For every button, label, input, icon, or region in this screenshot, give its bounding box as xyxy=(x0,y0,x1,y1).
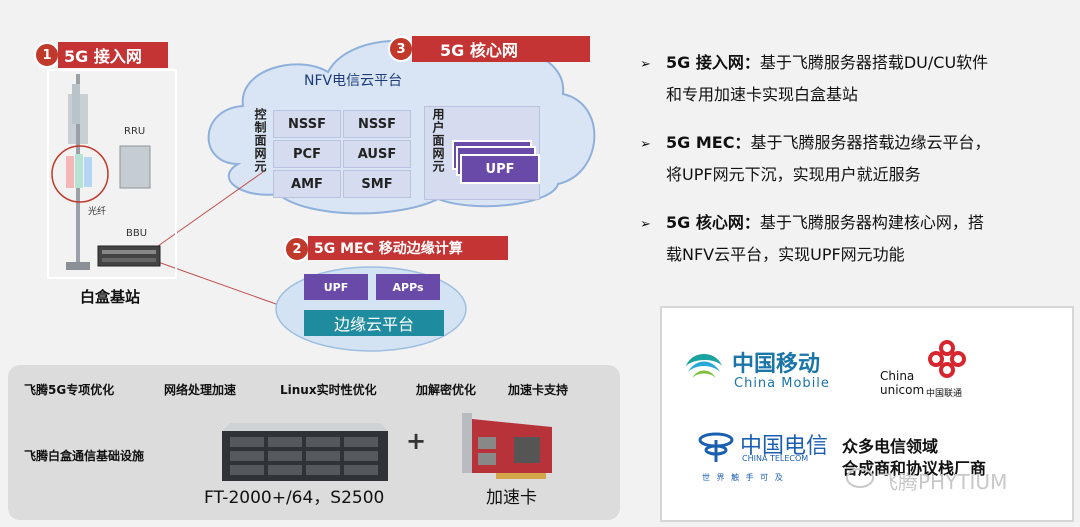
china-telecom-en: CHINA TELECOM xyxy=(742,454,809,463)
user-plane-label: 用户面网元 xyxy=(431,108,445,173)
mec-upf-box: UPF xyxy=(304,274,368,300)
plus-sign: + xyxy=(406,427,427,455)
access-network-label: 5G 接入网 xyxy=(58,42,168,68)
china-unicom-en-2: unicom xyxy=(880,383,925,397)
china-telecom-slogan: 世 界 触 手 可 及 xyxy=(702,473,785,482)
fiber-label: 光纤 xyxy=(88,207,107,217)
core-network-label: 5G 核心网 xyxy=(412,36,590,62)
core-upf-box: UPF xyxy=(460,154,540,184)
china-mobile-en: China Mobile xyxy=(734,376,830,391)
bullet-access-network: ➢ 5G 接入网：基于飞腾服务器搭载DU/CU软件 和专用加速卡实现白盒基站 xyxy=(640,48,1070,110)
nssf-cell-1: NSSF xyxy=(273,110,341,138)
optimization-network-accel: 网络处理加速 xyxy=(164,383,237,397)
bullet-mec: ➢ 5G MEC：基于飞腾服务器搭载边缘云平台， 将UPF网元下沉，实现用户就近服… xyxy=(640,128,1070,190)
smf-cell: SMF xyxy=(343,170,411,198)
server-image xyxy=(222,423,388,481)
bullet-core-network: ➢ 5G 核心网：基于飞腾服务器构建核心网，搭 载NFV云平台，实现UPF网元功能 xyxy=(640,208,1070,270)
watermark-text: 飞腾PHYTIUM xyxy=(878,470,1008,494)
nssf-cell-2: NSSF xyxy=(343,110,411,138)
pcf-cell: PCF xyxy=(273,140,341,168)
china-telecom-cn: 中国电信 xyxy=(740,434,829,459)
ausf-cell: AUSF xyxy=(343,140,411,168)
white-box-base-station-caption: 白盒基站 xyxy=(80,288,141,306)
accelerator-card-image xyxy=(462,413,552,479)
optimization-linux-realtime: Linux实时性优化 xyxy=(280,383,377,397)
partner-logos-box: 中国移动 China Mobile China unicom 中国联通 中国电信… xyxy=(660,306,1074,522)
optimization-5g: 飞腾5G专项优化 xyxy=(24,383,115,397)
amf-cell: AMF xyxy=(273,170,341,198)
bullet-head: 5G MEC： xyxy=(666,133,751,152)
china-mobile-logo-icon xyxy=(686,354,722,378)
arrow-bullet-icon: ➢ xyxy=(640,217,651,232)
control-plane-label: 控制面网元 xyxy=(253,108,267,173)
network-diagram: 1 5G 接入网 RRU 光纤 BBU 白盒基站 3 5G 核心网 NFV电信云… xyxy=(8,14,620,356)
bbu-label: BBU xyxy=(126,228,148,239)
phytium-infrastructure-panel: 飞腾5G专项优化 网络处理加速 Linux实时性优化 加解密优化 加速卡支持 飞… xyxy=(8,365,620,520)
bullet-text: 基于飞腾服务器搭载边缘云平台， xyxy=(750,133,991,152)
edge-cloud-platform: 边缘云平台 xyxy=(304,310,444,336)
server-caption: FT-2000+/64，S2500 xyxy=(204,488,385,508)
vendors-text: 众多电信领域 合成商和协议栈厂商 xyxy=(842,437,987,478)
china-telecom-logo-icon xyxy=(698,432,734,462)
bullet-head: 5G 核心网： xyxy=(666,213,760,232)
bullet-text-cont: 和专用加速卡实现白盒基站 xyxy=(666,85,859,104)
china-unicom-logo-icon xyxy=(928,340,966,378)
accelerator-card-caption: 加速卡 xyxy=(486,488,537,508)
infrastructure-label: 飞腾白盒通信基础设施 xyxy=(24,449,145,463)
china-unicom-cn: 中国联通 xyxy=(926,389,963,399)
bullet-text-cont: 载NFV云平台，实现UPF网元功能 xyxy=(666,245,905,264)
access-number-badge: 1 xyxy=(34,42,60,68)
rru-label: RRU xyxy=(124,126,146,137)
arrow-bullet-icon: ➢ xyxy=(640,57,651,72)
mec-number-badge: 2 xyxy=(284,236,310,262)
nfv-cloud-title: NFV电信云平台 xyxy=(304,73,403,89)
core-number-badge: 3 xyxy=(388,36,414,62)
optimization-crypto: 加解密优化 xyxy=(416,383,477,397)
china-mobile-cn: 中国移动 xyxy=(732,352,821,377)
bullet-head: 5G 接入网： xyxy=(666,53,760,72)
mec-apps-box: APPs xyxy=(376,274,440,300)
bullet-text: 基于飞腾服务器搭载DU/CU软件 xyxy=(759,53,989,72)
bullet-text: 基于飞腾服务器构建核心网，搭 xyxy=(759,213,984,232)
wechat-icon xyxy=(846,468,874,488)
arrow-bullet-icon: ➢ xyxy=(640,137,651,152)
optimization-accel-card: 加速卡支持 xyxy=(508,383,569,397)
mec-label: 5G MEC 移动边缘计算 xyxy=(308,236,508,260)
china-unicom-en-1: China xyxy=(880,369,915,383)
bullet-text-cont: 将UPF网元下沉，实现用户就近服务 xyxy=(666,165,921,184)
